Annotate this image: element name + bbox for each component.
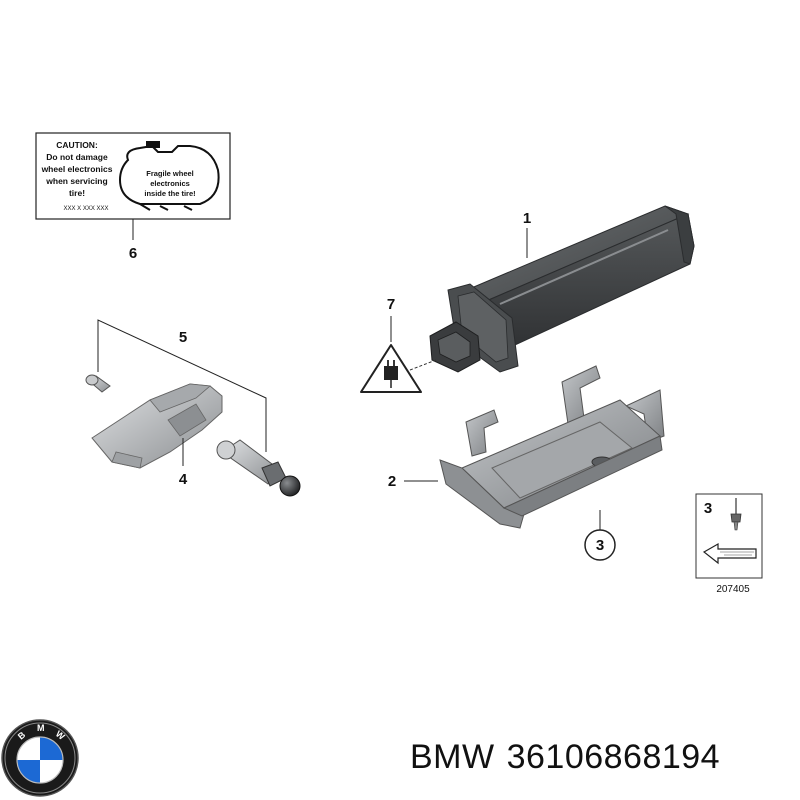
callout-4: 4: [179, 471, 188, 488]
legend-box: 3: [695, 493, 763, 579]
svg-text:B: B: [16, 729, 28, 741]
caution-line4: when servicing: [45, 176, 107, 186]
caption-part-number: 36106868194: [506, 738, 721, 776]
caution-line2: Do not damage: [46, 152, 108, 162]
caution-line5: tire!: [69, 188, 85, 198]
legend-number: 3: [704, 500, 712, 517]
valve-stem: [216, 439, 301, 497]
screw: [85, 374, 111, 393]
inner-line2: electronics: [150, 179, 190, 188]
caution-label: CAUTION: Do not damage wheel electronics…: [35, 132, 231, 220]
part-caption: BMW 36106868194: [410, 738, 790, 788]
inner-line1: Fragile wheel: [146, 169, 194, 178]
callout-6: 6: [129, 245, 137, 262]
arrow-icon: [702, 542, 757, 565]
callout-1: 1: [523, 210, 531, 227]
caption-brand: BMW: [410, 738, 495, 776]
tire-pictogram: [118, 144, 220, 205]
caution-line1: CAUTION:: [56, 140, 98, 150]
esd-warning-icon: [360, 344, 422, 393]
callout-2: 2: [388, 473, 396, 490]
callout-3: 3: [596, 537, 604, 554]
callout-3-circle: [584, 529, 616, 561]
rivet-icon: [730, 498, 742, 531]
mounting-bracket: [439, 365, 665, 529]
caution-line3: wheel electronics: [41, 164, 113, 174]
control-unit: [429, 205, 695, 373]
diagram-code: 207405: [716, 584, 750, 595]
svg-text:M: M: [37, 723, 45, 733]
sensor-pictogram-icon: [146, 141, 160, 148]
callout-7: 7: [387, 296, 395, 313]
inner-line3: inside the tire!: [144, 189, 195, 198]
caution-code: XXX X XXX XXX: [63, 206, 108, 212]
bmw-logo: B M W: [1, 719, 79, 797]
callout-5: 5: [179, 329, 187, 346]
wheel-sensor: [91, 383, 223, 469]
